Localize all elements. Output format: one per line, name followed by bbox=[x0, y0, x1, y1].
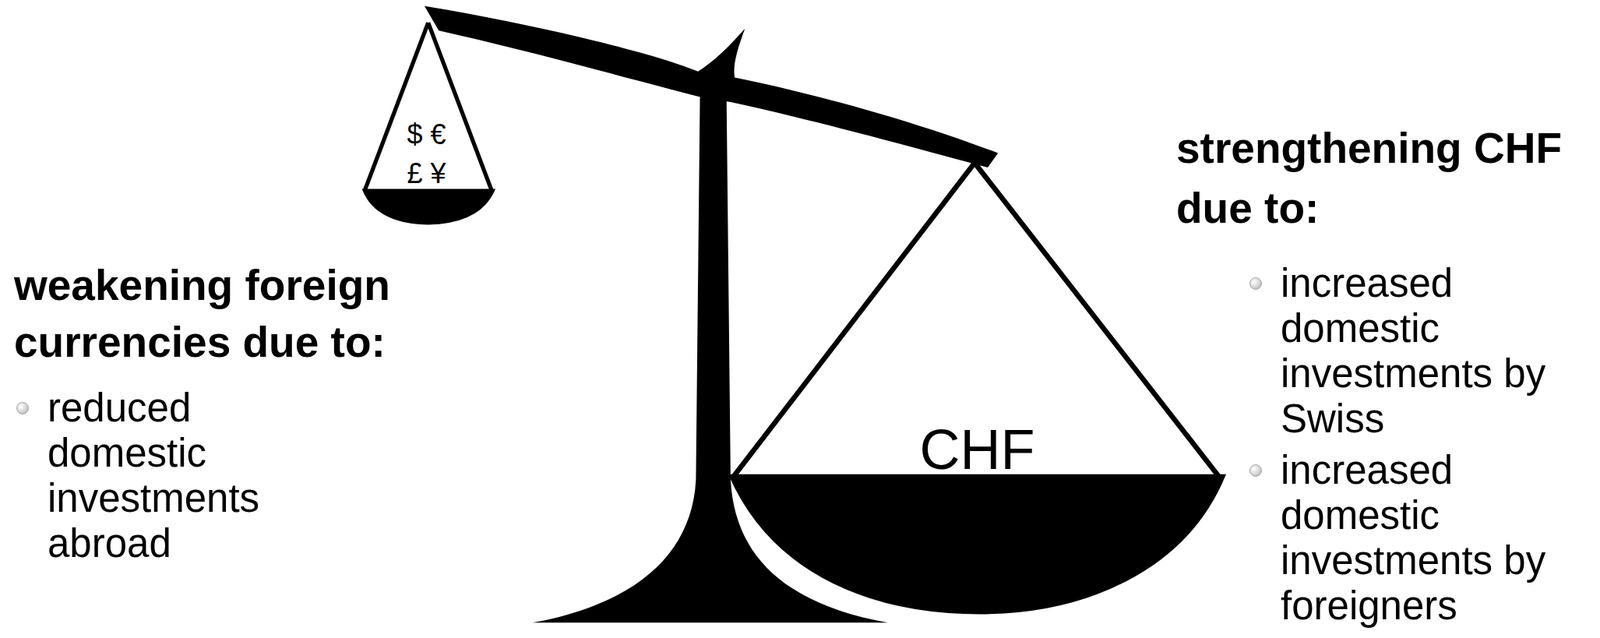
currency-label: CHF bbox=[724, 421, 1230, 478]
bullet-dot bbox=[16, 401, 29, 415]
chf-pan: CHF bbox=[724, 152, 1230, 618]
currency-symbols: $ € £ ¥ bbox=[401, 115, 452, 194]
bullet-dot bbox=[1249, 277, 1262, 290]
bullet-item: reduced domestic investments abroad bbox=[47, 385, 282, 567]
foreign-currency-pan: $ € £ ¥ bbox=[356, 15, 502, 230]
bullet-item: increased domestic investments by foreig… bbox=[1280, 447, 1577, 629]
pan-shape bbox=[724, 152, 1230, 618]
side-heading: strengthening CHF due to: bbox=[1176, 118, 1597, 239]
bullet-item: increased domestic investments by Swiss bbox=[1280, 260, 1577, 442]
bullet-dot bbox=[1249, 464, 1262, 477]
side-heading: weakening foreign currencies due to: bbox=[14, 257, 451, 371]
